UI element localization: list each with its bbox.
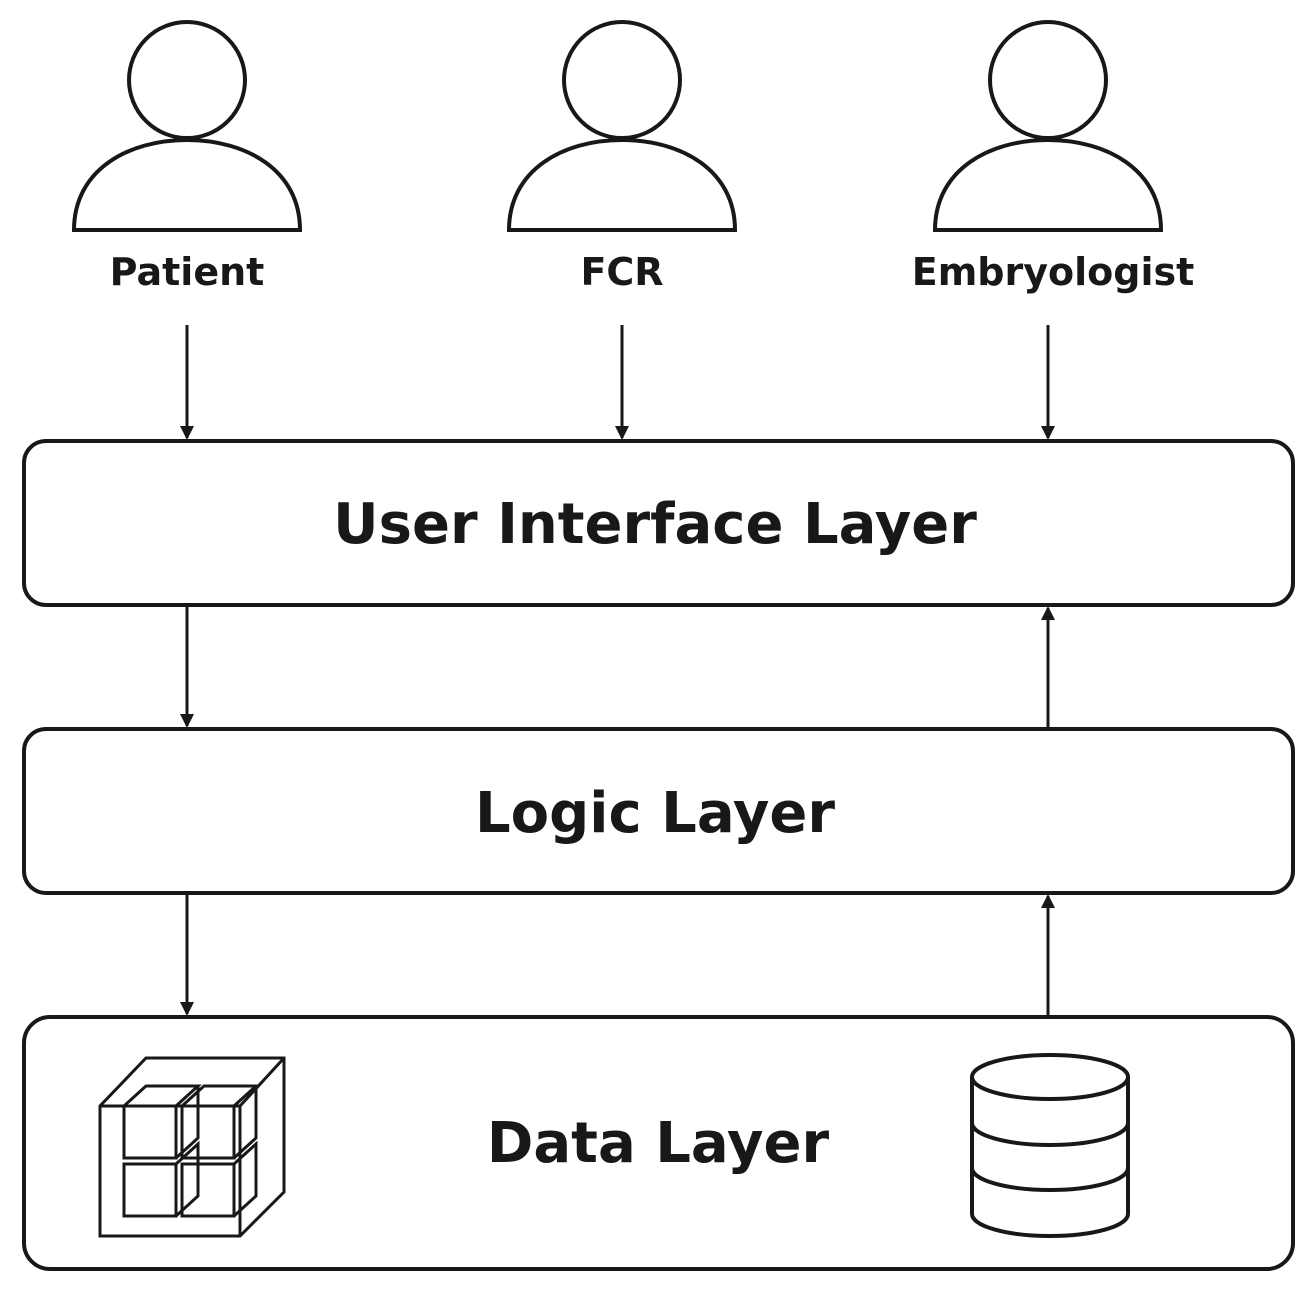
actor-label-patient: Patient — [110, 250, 265, 294]
cubes-icon — [98, 1056, 286, 1238]
actor-label-fcr: FCR — [580, 250, 663, 294]
person-icon — [506, 20, 738, 232]
person-icon — [932, 20, 1164, 232]
logic-layer-label: Logic Layer — [475, 781, 835, 846]
actor-embryologist: Embryologist — [912, 20, 1195, 294]
actor-label-embryologist: Embryologist — [912, 250, 1195, 294]
actor-patient: Patient — [71, 20, 303, 294]
data-layer-box: Data Layer — [22, 1015, 1295, 1271]
person-icon — [71, 20, 303, 232]
data-layer-label: Data Layer — [487, 1111, 830, 1176]
actor-fcr: FCR — [506, 20, 738, 294]
ui-layer-label: User Interface Layer — [333, 492, 977, 557]
logic-layer-box: Logic Layer — [22, 727, 1295, 895]
ui-layer-box: User Interface Layer — [22, 439, 1295, 607]
database-icon — [970, 1053, 1130, 1238]
